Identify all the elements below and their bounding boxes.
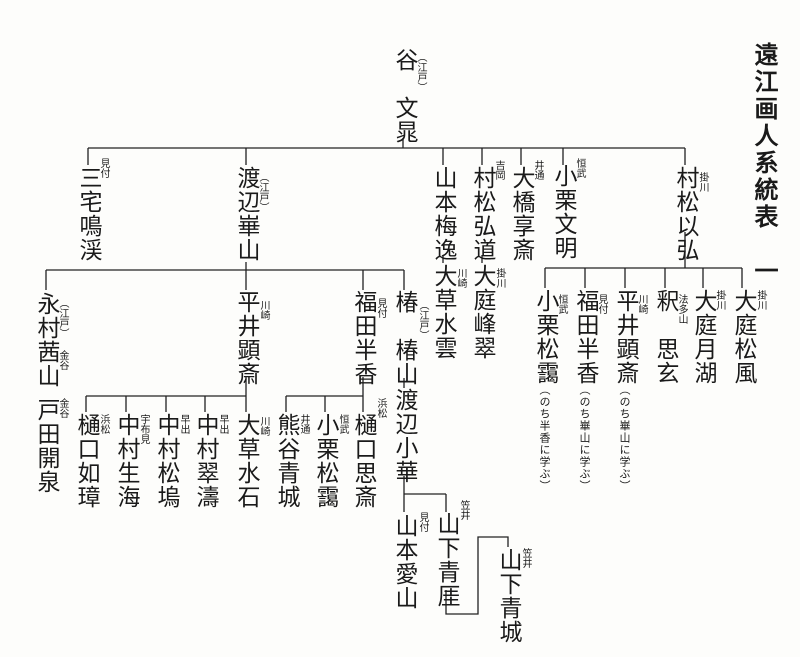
node-tani-buncho: 谷 文晁 (391, 48, 417, 144)
node-tsubaki-chinzan: 椿 椿山 (391, 290, 417, 386)
place-hanko: 見付 (375, 298, 386, 318)
node-oniwa-getsuko: 大庭月湖 (690, 289, 716, 385)
node-fukuda-hanko: 福田半香 (350, 290, 376, 386)
node-kumagai-seijo: 熊谷青城 (273, 413, 299, 509)
note-hirai: （のち崋山に学ぶ） (618, 384, 631, 492)
place-kazan: （江戸） (257, 172, 268, 212)
place-iko: 掛川 (697, 172, 708, 192)
node-miyake-meikei: 三宅鳴渓 (75, 166, 101, 262)
place-seijo-y: 笠井 (520, 548, 531, 568)
chart-title: 遠江画人系統表 一 (750, 42, 779, 285)
place-shofu: 掛川 (755, 290, 766, 310)
place-seijo-k: 井通 (298, 414, 309, 434)
place-shigen: 法多山 (676, 294, 687, 324)
note-fukuda: （のち崋山に学ぶ） (578, 384, 591, 492)
node-okusa-suiun: 大草水雲 (430, 264, 456, 360)
node-yamashita-seijo: 山下青城 (495, 548, 521, 644)
node-watanabe-kazan: 渡辺崋山 (233, 166, 259, 262)
node-higuchi-josho: 樋口如璋 (73, 413, 99, 509)
node-toda-kaisen: 戸田開泉 (33, 398, 59, 494)
place-kyosai: 井通 (532, 160, 543, 180)
node-yamamoto-baiitsu: 山本梅逸 (430, 166, 456, 262)
node-yamashita-seiki: 山下青厓 (433, 512, 459, 608)
node-nakamura-seikai: 中村生海 (113, 413, 139, 509)
place-shorei: 恒武 (556, 294, 567, 314)
place-nagamura: （江戸） (57, 298, 68, 338)
place-suiun: 川崎 (455, 268, 466, 288)
place-kodo: 吉岡 (493, 160, 504, 180)
node-nakamura-shou: 中村松塢 (153, 413, 179, 509)
node-oniwa-hosui: 大庭峰翠 (469, 264, 495, 360)
node-nakamura-suito: 中村翠濤 (192, 413, 218, 509)
node-fukuda-hanko-2: 福田半香 (572, 289, 598, 385)
place-tani: （江戸） (415, 52, 426, 92)
place-hosui: 掛川 (494, 268, 505, 288)
place-shoko: 早出 (178, 414, 189, 434)
place-tsubaki: （江戸） (417, 300, 428, 340)
place-hirai: 川崎 (258, 300, 269, 320)
node-hirai-kensai: 平井顕斎 (233, 290, 259, 386)
node-muramatsu-iko: 村松以弘 (672, 166, 698, 262)
node-muramatsu-kodo: 村松弘道 (469, 166, 495, 262)
place-bunmei: 恒武 (574, 158, 585, 178)
node-oguri-bunmei: 小栗文明 (550, 164, 576, 260)
place-suito: 早出 (217, 414, 228, 434)
note-oguri: （のち半香に学ぶ） (538, 384, 551, 492)
place-getsuko: 掛川 (714, 290, 725, 310)
place-hanko2: 見付 (596, 294, 607, 314)
place-nagamura-2: 金谷 (57, 350, 68, 370)
node-oguri-shoai: 小栗松靄 (532, 289, 558, 385)
node-oguri-shoai-b: 小栗松靄 (312, 413, 338, 509)
node-okusa-suiseki: 大草水石 (233, 413, 259, 509)
node-nagamura-senzan: 永村茜山 (33, 292, 59, 388)
node-ohashi-kyosai: 大橋享斎 (508, 166, 534, 262)
node-watanabe-shoka: 渡辺小華 (391, 388, 417, 484)
place-shisai: 浜松 (375, 398, 386, 418)
place-aizan: 見付 (417, 512, 428, 532)
node-shaku-shigen: 釈 思玄 (652, 289, 678, 385)
node-oniwa-shofu: 大庭松風 (730, 289, 756, 385)
place-shorei-b: 恒武 (337, 414, 348, 434)
place-toda: 金谷 (57, 398, 68, 418)
place-hirai2: 川崎 (636, 294, 647, 314)
node-yamamoto-aizan: 山本愛山 (391, 514, 417, 610)
place-seikai: 宇布見 (138, 414, 149, 444)
place-miyake: 見付 (98, 158, 109, 178)
place-seiki: 笠井 (458, 500, 469, 520)
node-hirai-kensai-2: 平井顕斎 (612, 289, 638, 385)
place-joisho: 浜松 (98, 414, 109, 434)
node-higuchi-shisai: 樋口思斎 (350, 413, 376, 509)
place-suiseki: 川崎 (258, 416, 269, 436)
